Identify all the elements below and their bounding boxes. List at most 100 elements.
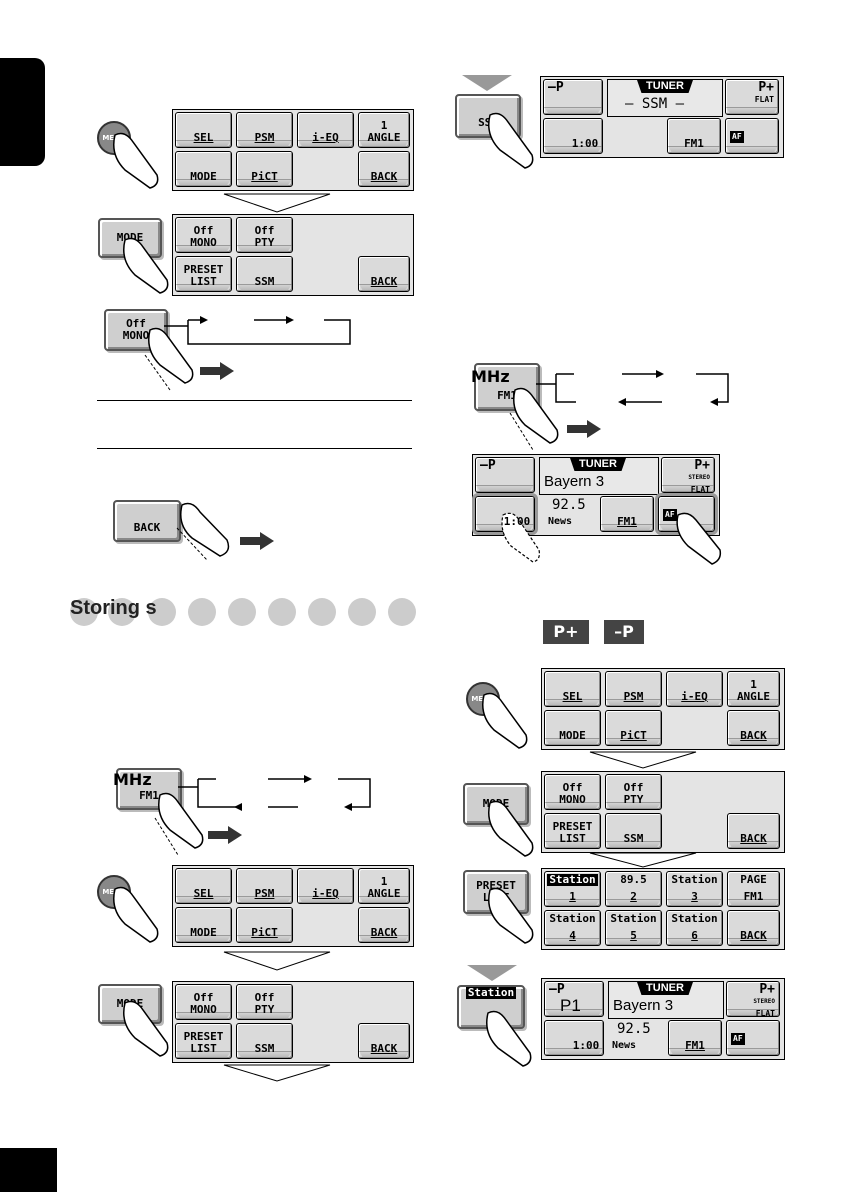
ssm-button[interactable]: SSM (236, 256, 293, 292)
band-label: FM1 (684, 137, 704, 150)
ieq-button[interactable]: i-EQ (666, 671, 723, 707)
down-arrow-icon (223, 1064, 331, 1082)
preset-label: PRESET (552, 820, 593, 833)
pict-button[interactable]: PiCT (236, 907, 293, 943)
seek-up-button[interactable]: AF (725, 118, 779, 154)
back-press-button[interactable]: BACK (113, 500, 181, 542)
band-button[interactable]: FM1 (668, 1020, 722, 1056)
back-label: BACK (370, 275, 398, 288)
ssm-button[interactable]: SSM (236, 1023, 293, 1059)
mode-button[interactable]: MODE (544, 710, 601, 746)
back-button[interactable]: BACK (358, 151, 410, 187)
back-button[interactable]: BACK (727, 910, 780, 946)
list-label: LIST (190, 275, 217, 288)
seek-up-button[interactable]: AF (726, 1020, 780, 1056)
band-cycle-icon (536, 370, 729, 406)
seek-down-button[interactable]: 1:00 (544, 1020, 604, 1056)
preset-down-button[interactable]: –P (544, 981, 604, 1017)
back-button[interactable]: BACK (358, 907, 410, 943)
seek-down-button[interactable]: 1:00 (472, 493, 538, 535)
finger-icon (676, 512, 722, 565)
station-press-label: Station (465, 986, 517, 999)
mode-button[interactable]: MODE (175, 151, 232, 187)
ssm-label: SSM (254, 275, 275, 288)
hold-arrow-icon (567, 420, 601, 438)
page-number-tab (0, 1148, 57, 1192)
sel-label: SEL (193, 131, 214, 144)
list-label: LIST (559, 832, 586, 845)
mhz-label: MHz (113, 770, 152, 789)
back-button[interactable]: BACK (358, 256, 410, 292)
preset-up-button[interactable]: P+FLAT (725, 79, 779, 115)
band-label: FM1 (617, 515, 637, 528)
preset-down-button[interactable]: –P (543, 79, 603, 115)
psm-button[interactable]: PSM (236, 112, 293, 148)
psm-button[interactable]: PSM (605, 671, 662, 707)
psm-button[interactable]: PSM (236, 868, 293, 904)
mode-button[interactable]: MODE (175, 907, 232, 943)
p-minus-label: –P (549, 982, 565, 997)
mono-press-state: Off (126, 317, 146, 330)
cycle-arrow-icon (164, 316, 351, 345)
finger-icon (144, 327, 194, 391)
back-button[interactable]: BACK (727, 813, 780, 849)
sel-button[interactable]: SEL (175, 868, 232, 904)
finger-icon (486, 1010, 532, 1067)
ieq-button[interactable]: i-EQ (297, 112, 354, 148)
back-press-label: BACK (133, 521, 161, 534)
finger-icon (501, 512, 540, 563)
angle-number: 1 (750, 678, 757, 691)
seek-down-button[interactable]: 1:00 (543, 118, 603, 154)
band-label: FM1 (139, 789, 159, 802)
back-button[interactable]: BACK (358, 1023, 410, 1059)
mode-label: MODE (190, 926, 217, 939)
sel-button[interactable]: SEL (175, 112, 232, 148)
band-press-button[interactable]: FM1 (116, 768, 182, 810)
stereo-label: STEREO (753, 998, 775, 1005)
pict-button[interactable]: PiCT (236, 151, 293, 187)
sel-label: SEL (562, 690, 583, 703)
p-plus-label: P+ (759, 982, 775, 997)
heading-dot (388, 598, 416, 626)
pict-button[interactable]: PiCT (605, 710, 662, 746)
band-button[interactable]: FM1 (600, 496, 654, 532)
ieq-label: i-EQ (681, 690, 708, 703)
heading-dot (70, 598, 98, 626)
sel-button[interactable]: SEL (544, 671, 601, 707)
band-button[interactable]: FM1 (667, 118, 721, 154)
finger-icon (154, 792, 204, 856)
band-cycle-icon (178, 775, 371, 811)
band-label: FM1 (685, 1039, 705, 1052)
finger-icon (482, 692, 528, 749)
band-press-button[interactable]: FM1 (474, 363, 540, 411)
preset-label: PRESET (183, 263, 224, 276)
ssm-button[interactable]: SSM (605, 813, 662, 849)
preset-press-label: PRESET (476, 879, 516, 892)
ieq-button[interactable]: i-EQ (297, 868, 354, 904)
back-button[interactable]: BACK (727, 710, 780, 746)
ieq-label: i-EQ (312, 887, 339, 900)
clock-label: 1:00 (503, 515, 531, 528)
preset-down-button[interactable]: –P (475, 457, 535, 493)
